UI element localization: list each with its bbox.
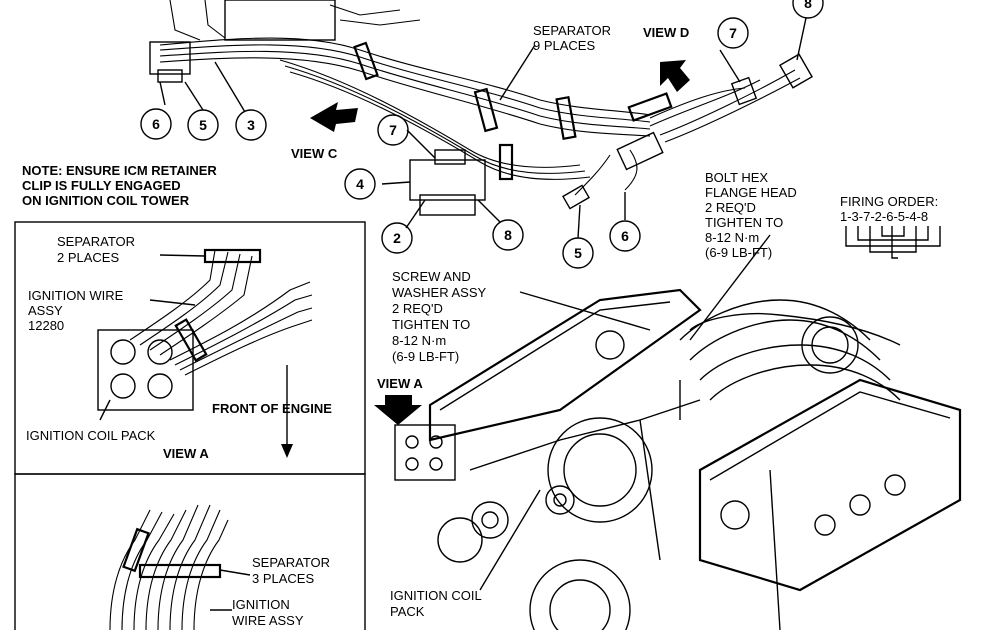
callout-5-right-label: 5: [574, 245, 582, 261]
view-a-inset: SEPARATOR 2 PLACES IGNITION WIRE ASSY 12…: [14, 221, 366, 475]
callout-4-label: 4: [356, 176, 364, 192]
view-a-separator-line1: SEPARATOR: [57, 234, 135, 249]
view-a-main-label: VIEW A: [377, 376, 423, 391]
ignition-coil-pack-line2: PACK: [390, 604, 425, 619]
callout-7-center-label: 7: [389, 122, 397, 138]
lower-wire-line1: IGNITION: [232, 597, 290, 612]
engine-illustration: [374, 288, 962, 630]
bolt-label-line2: FLANGE HEAD: [705, 185, 797, 200]
callout-7-right: 7: [717, 17, 749, 49]
bolt-label-line3: 2 REQ'D: [705, 200, 756, 215]
firing-order-sequence: 1-3-7-2-6-5-4-8: [840, 209, 928, 224]
callout-7-right-label: 7: [729, 25, 737, 41]
screw-label-line4: TIGHTEN TO: [392, 317, 470, 332]
callout-7-center: 7: [377, 114, 409, 146]
coil-connector-left: [149, 41, 191, 75]
view-c-label: VIEW C: [291, 146, 338, 161]
view-d-arrow: [660, 60, 690, 92]
bolt-label-line4: TIGHTEN TO: [705, 215, 783, 230]
callout-5-right: 5: [562, 237, 594, 269]
callout-2-label: 2: [393, 230, 401, 246]
firing-order: FIRING ORDER: 1-3-7-2-6-5-4-8: [840, 194, 941, 259]
view-a-wire-line3: 12280: [28, 318, 64, 333]
oil-fill-cap: [595, 330, 625, 360]
screw-label-line6: (6-9 LB-FT): [392, 349, 459, 364]
lower-separator: [138, 563, 222, 579]
callout-8-center: 8: [492, 219, 524, 251]
callout-4: 4: [344, 168, 376, 200]
screw-label-line2: WASHER ASSY: [392, 285, 486, 300]
crank-pulley: [529, 559, 631, 630]
callout-3-label: 3: [247, 117, 255, 133]
callout-5-left: 5: [187, 109, 219, 141]
center-coil-pack: [409, 159, 486, 201]
callout-8-center-label: 8: [504, 227, 512, 243]
bolt-label-line5: 8-12 N·m: [705, 230, 759, 245]
view-c-arrow: [310, 102, 358, 132]
callout-6-left: 6: [140, 108, 172, 140]
lower-inset-frame: [14, 473, 366, 630]
engine-coil-pack: [394, 424, 456, 481]
separator-9-label-line1: SEPARATOR: [533, 23, 611, 38]
callout-8-right: 8: [792, 0, 824, 19]
callout-2: 2: [381, 222, 413, 254]
callout-6-right-label: 6: [621, 228, 629, 244]
view-a-wire-line1: IGNITION WIRE: [28, 288, 124, 303]
coil-housing-top: [224, 0, 336, 41]
callout-5-left-label: 5: [199, 117, 207, 133]
bolt-label-line6: (6-9 LB-FT): [705, 245, 772, 260]
front-of-engine-label: FRONT OF ENGINE: [212, 401, 332, 416]
bolt-label-line1: BOLT HEX: [705, 170, 768, 185]
note-line2: CLIP IS FULLY ENGAGED: [22, 178, 181, 193]
note-line1: NOTE: ENSURE ICM RETAINER: [22, 163, 217, 178]
callout-6-right: 6: [609, 220, 641, 252]
callout-8-right-label: 8: [804, 0, 812, 11]
ignition-coil-pack-line1: IGNITION COIL: [390, 588, 482, 603]
view-a-caption: VIEW A: [163, 446, 209, 461]
view-d-label: VIEW D: [643, 25, 689, 40]
view-a-wire-line2: ASSY: [28, 303, 63, 318]
lower-inset: SEPARATOR 3 PLACES IGNITION WIRE ASSY: [14, 473, 366, 630]
alternator: [547, 417, 653, 523]
view-a-separator-line2: 2 PLACES: [57, 250, 119, 265]
lower-wire-line2: WIRE ASSY: [232, 613, 304, 628]
leader-lines: [159, 17, 807, 591]
view-a-arrow: [374, 395, 422, 425]
note-line3: ON IGNITION COIL TOWER: [22, 193, 190, 208]
view-a-separator-mid: [174, 318, 208, 362]
firing-order-title: FIRING ORDER:: [840, 194, 938, 209]
lower-separator-line2: 3 PLACES: [252, 571, 314, 586]
screw-label-line3: 2 REQ'D: [392, 301, 443, 316]
lower-separator-line1: SEPARATOR: [252, 555, 330, 570]
view-a-coil-pack-label: IGNITION COIL PACK: [26, 428, 156, 443]
callout-3: 3: [235, 109, 267, 141]
screw-label-line5: 8-12 N·m: [392, 333, 446, 348]
screw-label-line1: SCREW AND: [392, 269, 471, 284]
separator-9-label-line2: 9 PLACES: [533, 38, 595, 53]
callout-6-left-label: 6: [152, 116, 160, 132]
upper-wire-harness: [149, 0, 813, 216]
